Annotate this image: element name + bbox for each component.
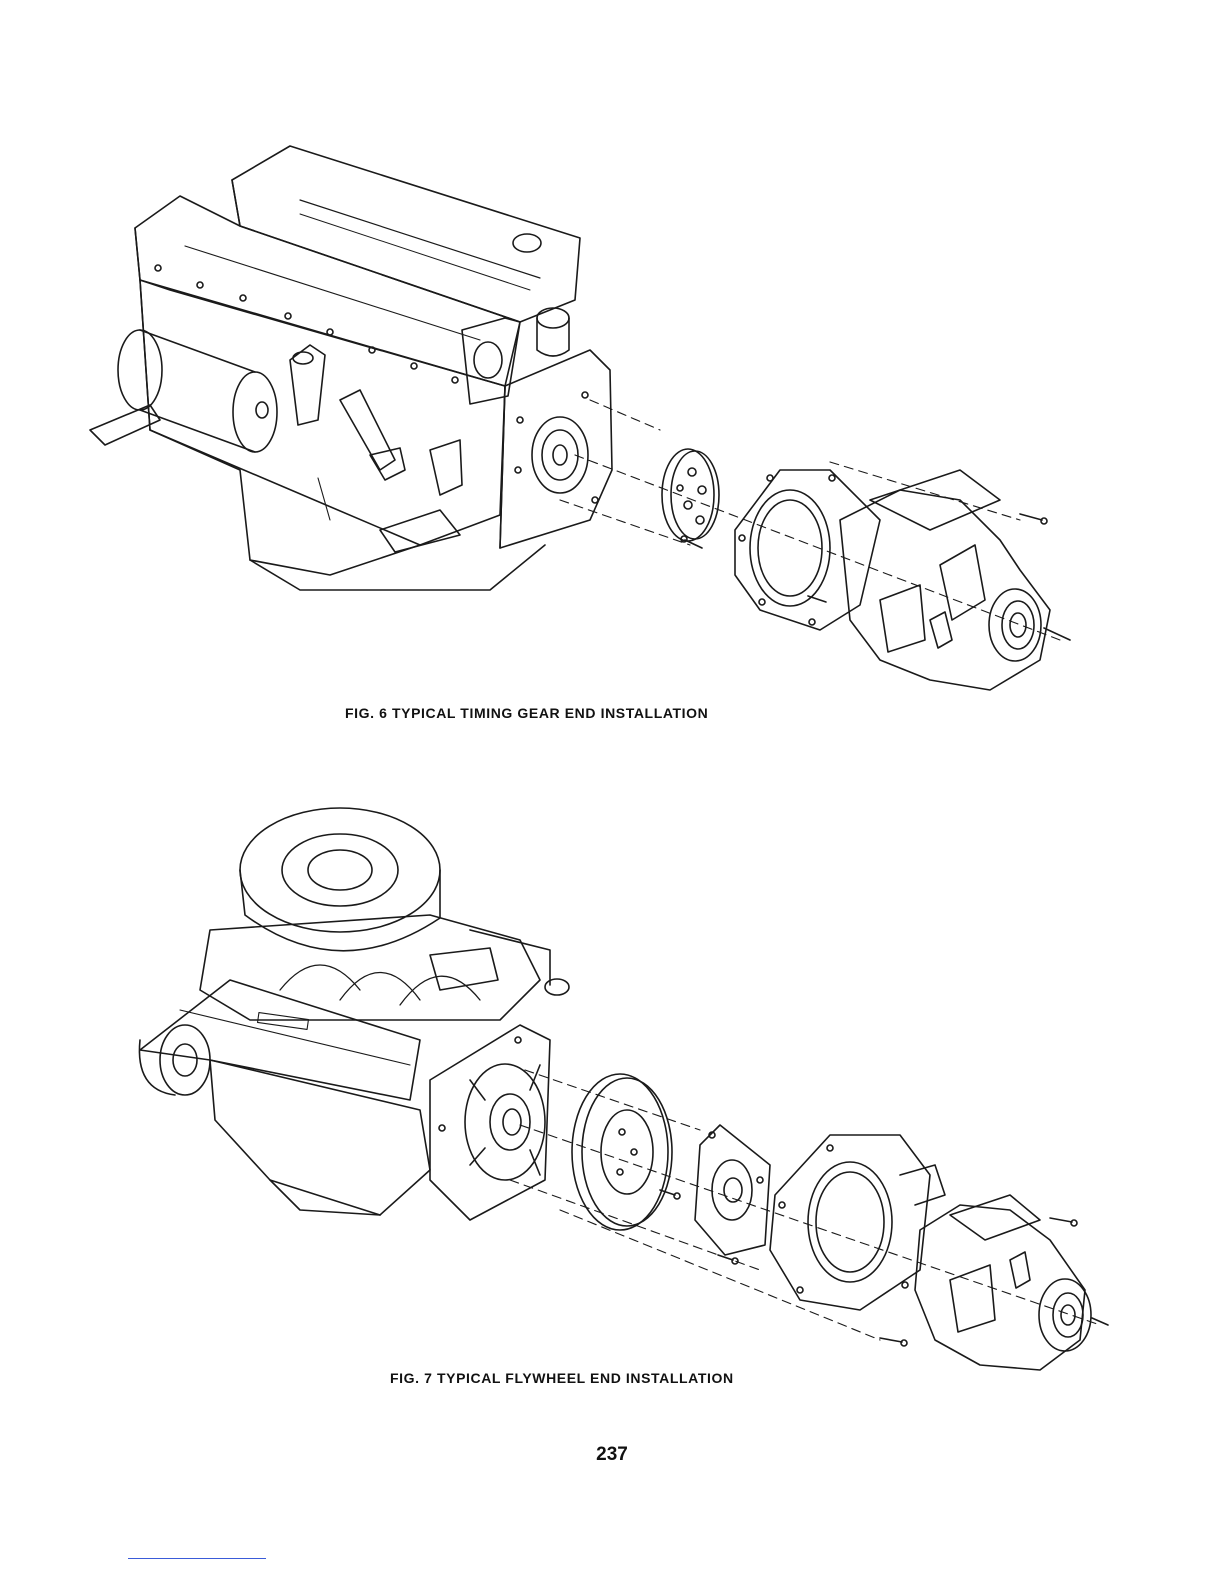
figure-6: FIG. 6 TYPICAL TIMING GEAR END INSTALLAT… xyxy=(0,130,1224,710)
inline-engine-drawing xyxy=(90,146,612,590)
assembly-centerlines-7 xyxy=(510,1070,1100,1340)
figure-6-caption: FIG. 6 TYPICAL TIMING GEAR END INSTALLAT… xyxy=(345,705,708,721)
drive-coupling-disc xyxy=(662,449,719,541)
assembly-centerlines xyxy=(560,400,1060,640)
marine-gearbox-7 xyxy=(915,1195,1108,1370)
flywheel-end-illustration xyxy=(0,800,1224,1380)
footer-rule xyxy=(128,1558,266,1559)
coupling-plate xyxy=(695,1125,770,1255)
bell-housing-7 xyxy=(770,1135,945,1310)
figure-7: FIG. 7 TYPICAL FLYWHEEL END INSTALLATION xyxy=(0,800,1224,1380)
figure-7-caption: FIG. 7 TYPICAL FLYWHEEL END INSTALLATION xyxy=(390,1370,734,1386)
marine-gearbox xyxy=(840,470,1070,690)
flywheel xyxy=(572,1074,672,1230)
v-engine-drawing xyxy=(139,808,569,1220)
timing-gear-end-illustration xyxy=(0,130,1224,710)
page-number: 237 xyxy=(0,1444,1224,1466)
bell-housing xyxy=(735,470,880,630)
